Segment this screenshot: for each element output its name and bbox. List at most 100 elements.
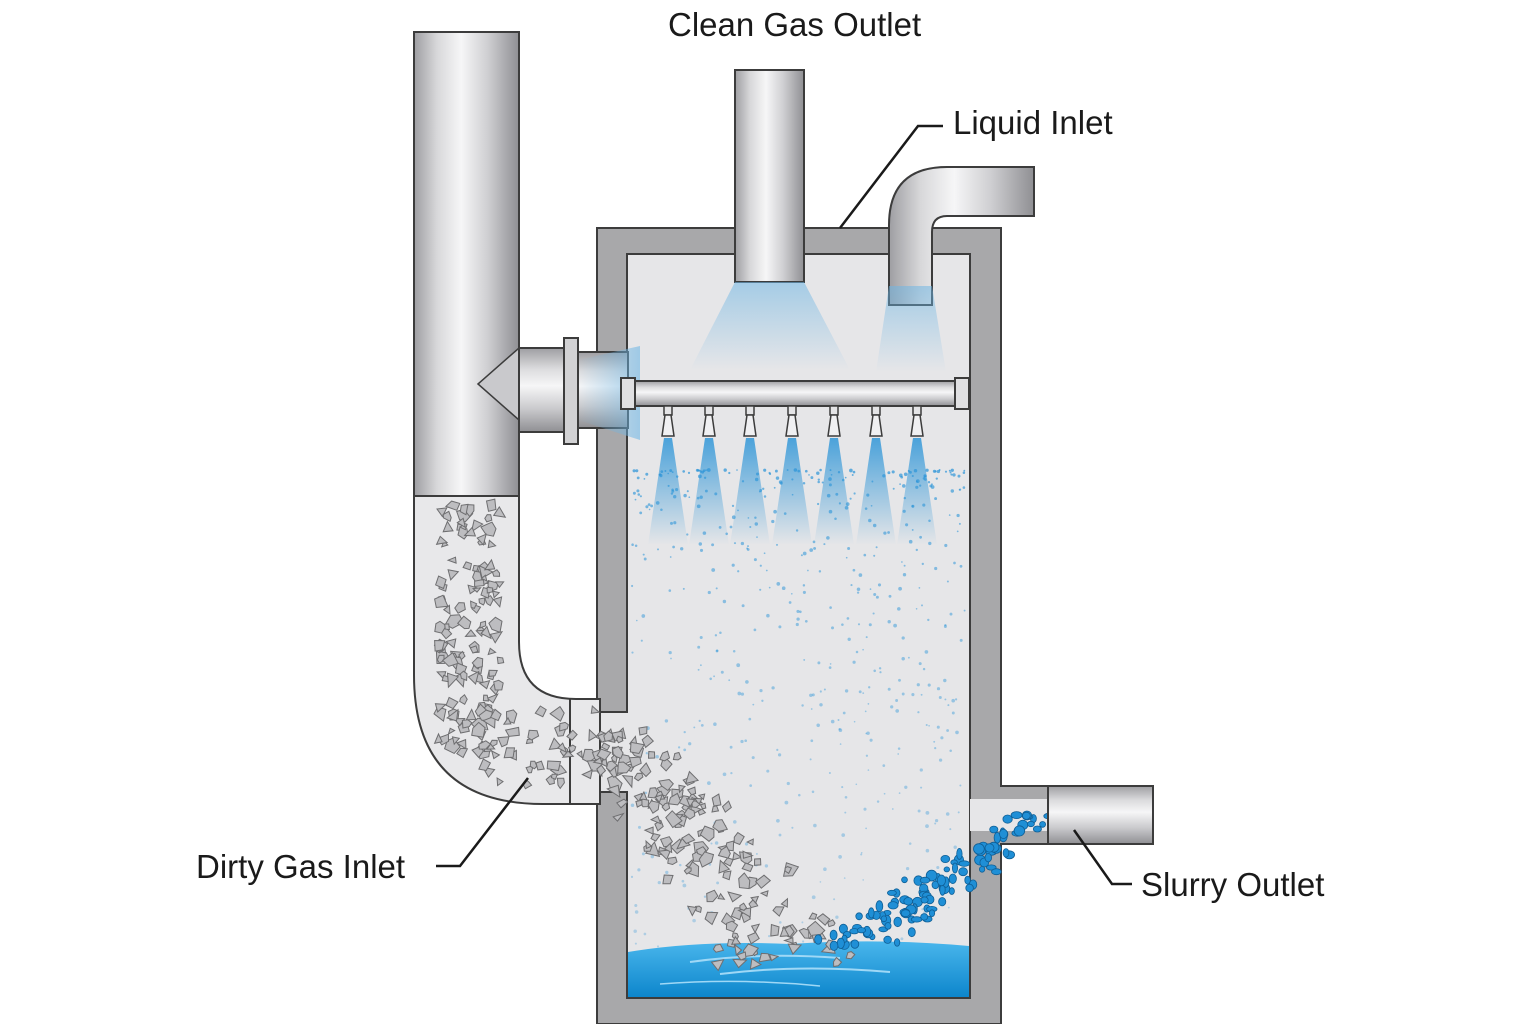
slurry-droplet <box>1002 848 1010 858</box>
dust-particle <box>479 620 487 629</box>
mist-dot <box>639 511 643 515</box>
mist-dot <box>722 772 727 777</box>
mist-dot <box>855 650 859 654</box>
mist-dot <box>632 491 636 495</box>
mist-dot <box>716 649 719 652</box>
dust-particle <box>721 800 732 813</box>
mist-dot <box>778 480 783 484</box>
dust-particle <box>628 756 642 769</box>
mist-dot <box>630 803 635 808</box>
mist-dot <box>633 929 637 933</box>
slurry-droplet <box>999 828 1008 840</box>
mist-dot <box>944 470 948 473</box>
mist-dot <box>913 468 918 473</box>
mist-dot <box>855 783 858 786</box>
mist-dot <box>891 470 895 474</box>
spray-cone <box>856 438 896 545</box>
dust-particle <box>476 533 487 546</box>
mist-dot <box>702 531 707 535</box>
mist-dot <box>953 845 957 849</box>
dust-particle <box>662 874 674 885</box>
mist-dot <box>667 472 670 475</box>
slurry-droplet <box>965 883 974 893</box>
dust-particle <box>741 862 754 873</box>
t-branch <box>476 337 640 445</box>
slurry-droplets <box>814 810 1054 951</box>
mist-dot <box>936 469 941 474</box>
mist-dot <box>759 588 762 591</box>
mist-dot <box>756 536 758 538</box>
dust-particle <box>467 670 480 685</box>
dust-particle <box>441 674 449 683</box>
mist-dot <box>811 895 816 900</box>
slurry-droplet <box>1022 811 1031 820</box>
mist-dot <box>887 531 890 534</box>
dust-particle <box>681 833 696 845</box>
dust-particle <box>485 498 497 512</box>
mist-dot <box>754 477 759 482</box>
dust-particle <box>787 943 803 955</box>
spray-cone <box>689 438 729 545</box>
dust-particle <box>442 604 451 616</box>
dust-particle <box>469 645 479 654</box>
mist-dot <box>759 564 762 567</box>
mist-dot <box>741 604 745 608</box>
mist-dot <box>838 728 843 732</box>
dust-particle <box>712 943 725 953</box>
slurry-droplet <box>920 913 929 921</box>
mist-dot <box>898 792 901 794</box>
dust-particle <box>600 742 611 751</box>
dust-particle <box>492 596 503 608</box>
mist-dot <box>919 535 922 539</box>
mist-dot <box>655 754 659 759</box>
slurry-droplet <box>991 868 1002 876</box>
dust-particle <box>445 696 459 710</box>
mist-dot <box>682 470 686 473</box>
mist-dot <box>927 683 931 687</box>
slurry-droplet <box>836 937 845 949</box>
mist-dot <box>673 495 677 499</box>
mist-dot <box>737 691 742 696</box>
dust-particle <box>759 890 769 897</box>
dust-particle <box>484 514 493 523</box>
dust-particle <box>633 772 644 782</box>
slurry-outlet-leader <box>1072 829 1132 886</box>
dust-particle <box>686 905 698 917</box>
dust-particle <box>610 754 618 764</box>
mist-dot <box>887 687 891 691</box>
dust-particle <box>464 629 477 637</box>
mist-dot <box>915 608 918 610</box>
mist-dot <box>948 469 951 472</box>
nozzle-stem <box>829 405 839 416</box>
mist-dot <box>846 617 850 620</box>
mist-dot <box>867 769 870 771</box>
mist-dot <box>641 852 645 856</box>
mist-dot <box>847 547 851 550</box>
mist-dot <box>936 687 941 691</box>
dust-particle <box>447 727 456 735</box>
dust-particle <box>434 639 446 652</box>
mist-dot <box>922 667 926 671</box>
mist-dot <box>683 730 686 734</box>
slurry-droplet <box>1039 821 1046 828</box>
liquid-inlet-pipe <box>876 166 1035 372</box>
dust-particle <box>497 736 510 748</box>
mist-dot <box>892 487 895 490</box>
mist-dot <box>753 628 757 632</box>
mist-dot <box>697 668 700 671</box>
mist-dot <box>938 758 943 762</box>
mist-dot <box>917 809 921 813</box>
mist-dot <box>949 471 952 474</box>
mist-dot <box>778 625 782 629</box>
dust-particle <box>699 825 715 842</box>
mist-dot <box>713 675 715 678</box>
mist-dot <box>835 492 839 496</box>
mist-dot <box>756 472 759 476</box>
slurry-droplet <box>884 922 892 930</box>
mist-dot <box>810 739 814 743</box>
mist-dot <box>771 686 775 690</box>
mist-dot <box>729 745 733 749</box>
dust-particle <box>456 517 467 529</box>
mist-dot <box>797 469 801 473</box>
dust-particle <box>478 740 492 750</box>
